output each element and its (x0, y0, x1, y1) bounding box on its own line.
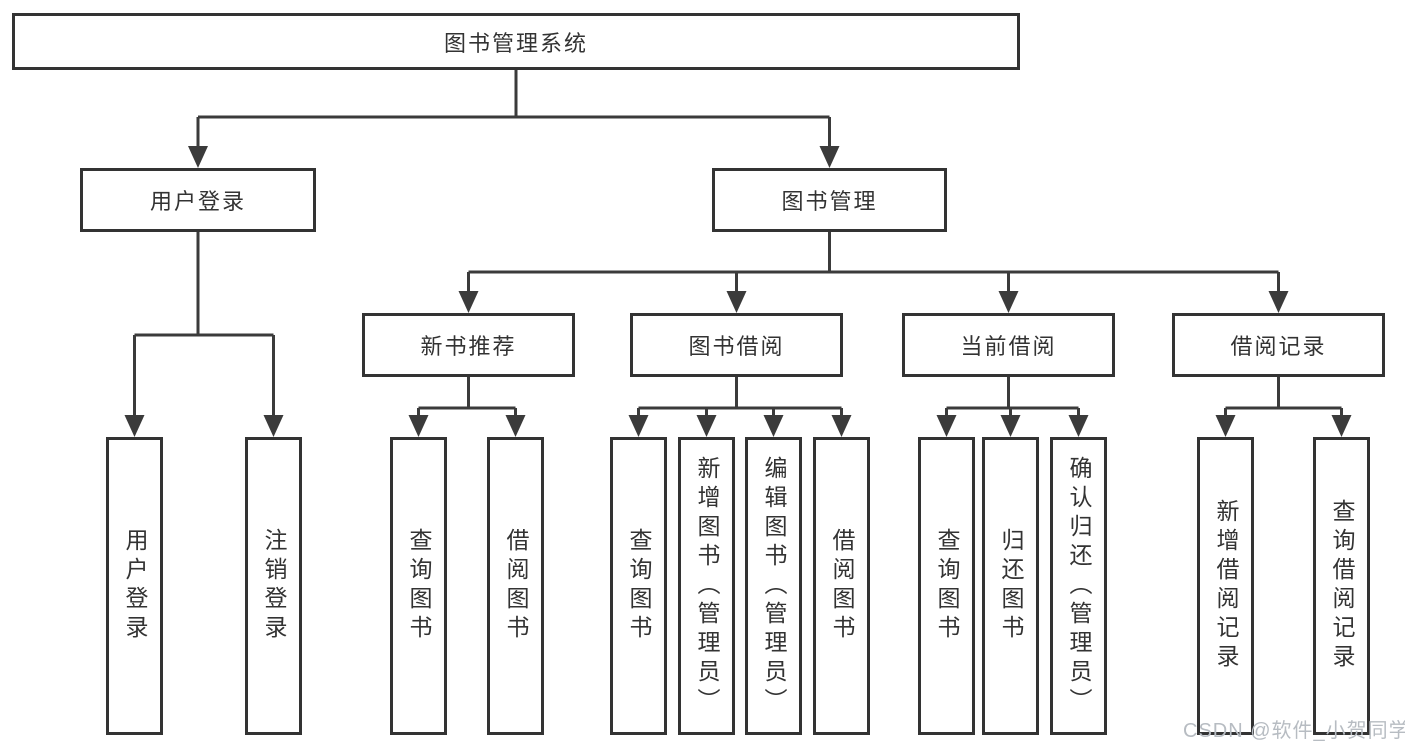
arrowhead-icon (1000, 415, 1021, 437)
arrowhead-icon (726, 291, 747, 313)
leaf-records-query: 查询借阅记录 (1313, 437, 1370, 735)
leaf-label: 借阅图书 (829, 528, 855, 644)
arrowhead-icon (1331, 415, 1352, 437)
arrowhead-icon (1068, 415, 1089, 437)
arrowhead-icon (831, 415, 852, 437)
section-new-books: 新书推荐 (362, 313, 575, 377)
leaf-borrow-edit-admin: 编辑图书（管理员） (745, 437, 802, 735)
leaf-records-add: 新增借阅记录 (1197, 437, 1254, 735)
leaf-current-return: 归还图书 (982, 437, 1039, 735)
arrowhead-icon (408, 415, 429, 437)
root-box-library-system: 图书管理系统 (12, 13, 1020, 70)
arrowhead-icon (998, 291, 1019, 313)
leaf-current-confirm-admin: 确认归还（管理员） (1050, 437, 1107, 735)
arrowhead-icon (1268, 291, 1289, 313)
connector-trunks (134, 70, 1342, 410)
branch-label: 图书管理 (781, 189, 878, 214)
arrowheads (124, 146, 1352, 437)
arrowhead-icon (628, 415, 649, 437)
leaf-borrow-query: 查询图书 (610, 437, 667, 735)
root-label: 图书管理系统 (443, 30, 588, 56)
branch-book-management: 图书管理 (712, 168, 947, 232)
arrowhead-icon (505, 415, 526, 437)
leaf-label: 注销登录 (261, 528, 287, 644)
arrowhead-icon (1215, 415, 1236, 437)
leaf-label: 归还图书 (998, 528, 1024, 644)
arrowhead-icon (763, 415, 784, 437)
arrowhead-icon (458, 291, 479, 313)
leaf-label: 查询借阅记录 (1329, 499, 1355, 673)
leaf-newbooks-query: 查询图书 (390, 437, 447, 735)
leaf-label: 查询图书 (934, 528, 960, 644)
leaf-label: 确认归还（管理员） (1066, 455, 1092, 717)
section-book-borrow: 图书借阅 (630, 313, 843, 377)
section-label: 图书借阅 (688, 334, 785, 359)
leaf-label: 查询图书 (626, 528, 652, 644)
section-current-borrow: 当前借阅 (902, 313, 1115, 377)
leaf-label: 编辑图书（管理员） (761, 455, 787, 717)
arrowhead-icon (124, 415, 145, 437)
leaf-label: 查询图书 (406, 528, 432, 644)
leaf-current-query: 查询图书 (918, 437, 975, 735)
csdn-watermark: CSDN @软件_小贺同学 (1183, 720, 1405, 742)
arrowhead-icon (263, 415, 284, 437)
leaf-borrow-add-admin: 新增图书（管理员） (678, 437, 735, 735)
section-borrow-records: 借阅记录 (1172, 313, 1385, 377)
leaf-user-login: 用户登录 (106, 437, 163, 735)
arrowhead-icon (188, 146, 208, 168)
section-label: 当前借阅 (960, 334, 1057, 359)
leaf-label: 用户登录 (122, 528, 148, 644)
arrowhead-icon (936, 415, 957, 437)
arrowhead-icon (819, 146, 840, 168)
connector-drops (133, 117, 1343, 421)
arrowhead-icon (696, 415, 717, 437)
leaf-logout: 注销登录 (245, 437, 302, 735)
leaf-label: 新增借阅记录 (1213, 499, 1239, 673)
leaf-newbooks-borrow: 借阅图书 (487, 437, 544, 735)
section-label: 新书推荐 (420, 334, 517, 359)
section-label: 借阅记录 (1230, 334, 1327, 359)
branch-user-login: 用户登录 (80, 168, 316, 232)
leaf-label: 借阅图书 (503, 528, 529, 644)
leaf-borrow-borrow: 借阅图书 (813, 437, 870, 735)
leaf-label: 新增图书（管理员） (694, 455, 720, 717)
branch-label: 用户登录 (149, 189, 246, 214)
